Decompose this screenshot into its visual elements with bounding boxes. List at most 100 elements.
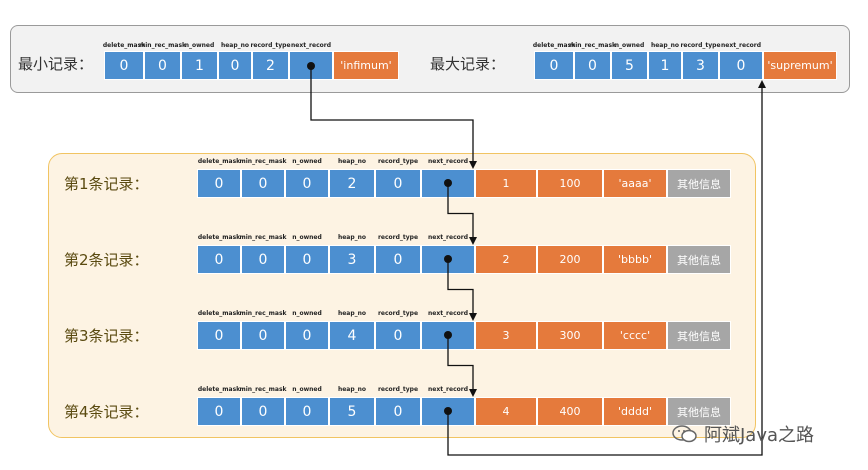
record-3-data-2: 300 (537, 321, 603, 350)
record-3-min-rec-mask-value: 0 (241, 321, 285, 350)
min-record-data: 'infimum' (333, 51, 399, 80)
record-2-header-min-rec-mask: min_rec_mask (239, 234, 287, 241)
record-4-min-rec-mask-value: 0 (241, 397, 285, 426)
record-1-min-rec-mask-value: 0 (241, 169, 285, 198)
record-4-n-owned-value: 0 (285, 397, 329, 426)
record-2-label: 第2条记录： (64, 251, 149, 269)
record-1-n-owned-value: 0 (285, 169, 329, 198)
record-4-data-1: 4 (475, 397, 537, 426)
min-record-label: 最小记录： (18, 55, 94, 73)
max-record-record-type-value: 3 (682, 51, 719, 80)
arrow-record-1-to-record-2 (447, 183, 477, 245)
min-record-record-type-value: 2 (252, 51, 289, 80)
record-1-label: 第1条记录： (64, 175, 149, 193)
record-1-header-min-rec-mask: min_rec_mask (239, 158, 287, 165)
record-2-min-rec-mask-value: 0 (241, 245, 285, 274)
record-2-data-2: 200 (537, 245, 603, 274)
record-1-other-info: 其他信息 (667, 169, 731, 198)
max-record-heap-no-value: 1 (648, 51, 682, 80)
record-4-label: 第4条记录： (64, 403, 149, 421)
max-record-header-record-type: record_type (680, 42, 721, 49)
record-4-data-2: 400 (537, 397, 603, 426)
user-records-panel (48, 153, 756, 438)
max-record-next-record-value: 0 (719, 51, 763, 80)
record-4-header-record-type: record_type (377, 386, 419, 393)
record-4-data-3: 'dddd' (603, 397, 667, 426)
min-record-header-next-record: next_record (290, 42, 332, 49)
record-2-delete-mask-value: 0 (197, 245, 241, 274)
record-2-heap-no-value: 3 (329, 245, 375, 274)
record-1-data-2: 100 (537, 169, 603, 198)
min-record-header-heap-no: heap_no (220, 42, 250, 49)
max-record-header-next-record: next_record (720, 42, 762, 49)
record-4-other-info: 其他信息 (667, 397, 731, 426)
record-3-header-heap-no: heap_no (337, 310, 367, 317)
arrow-record-3-to-record-4 (447, 335, 477, 397)
record-3-record-type-value: 0 (375, 321, 421, 350)
record-1-header-record-type: record_type (377, 158, 419, 165)
record-1-record-type-value: 0 (375, 169, 421, 198)
record-4-header-n-owned: n_owned (292, 386, 322, 393)
record-2-data-3: 'bbbb' (603, 245, 667, 274)
record-2-data-1: 2 (475, 245, 537, 274)
record-3-label: 第3条记录： (64, 327, 149, 345)
record-1-header-heap-no: heap_no (337, 158, 367, 165)
record-1-heap-no-value: 2 (329, 169, 375, 198)
record-4-header-next-record: next_record (427, 386, 469, 393)
record-3-header-record-type: record_type (377, 310, 419, 317)
record-2-header-heap-no: heap_no (337, 234, 367, 241)
record-4-heap-no-value: 5 (329, 397, 375, 426)
record-3-delete-mask-value: 0 (197, 321, 241, 350)
record-1-header-n-owned: n_owned (292, 158, 322, 165)
max-record-data: 'supremum' (763, 51, 837, 80)
min-record-header-delete-mask: delete_mask (102, 42, 146, 49)
min-record-delete-mask-value: 0 (104, 51, 144, 80)
record-1-data-3: 'aaaa' (603, 169, 667, 198)
max-record-delete-mask-value: 0 (534, 51, 574, 80)
record-3-header-n-owned: n_owned (292, 310, 322, 317)
max-record-header-delete-mask: delete_mask (532, 42, 576, 49)
record-4-header-delete-mask: delete_mask (197, 386, 241, 393)
min-record-heap-no-value: 0 (218, 51, 252, 80)
record-4-delete-mask-value: 0 (197, 397, 241, 426)
wechat-icon (672, 424, 698, 444)
record-2-header-next-record: next_record (427, 234, 469, 241)
record-3-header-next-record: next_record (427, 310, 469, 317)
record-2-n-owned-value: 0 (285, 245, 329, 274)
arrow-record-2-to-record-3 (447, 259, 477, 321)
max-record-n-owned-value: 5 (611, 51, 648, 80)
min-record-header-record-type: record_type (250, 42, 291, 49)
record-2-record-type-value: 0 (375, 245, 421, 274)
record-4-record-type-value: 0 (375, 397, 421, 426)
watermark: 阿斌Java之路 (672, 422, 852, 446)
min-record-header-n-owned: n_owned (184, 42, 215, 49)
max-record-header-heap-no: heap_no (650, 42, 680, 49)
max-record-min-rec-mask-value: 0 (574, 51, 611, 80)
record-3-other-info: 其他信息 (667, 321, 731, 350)
record-3-n-owned-value: 0 (285, 321, 329, 350)
record-4-header-min-rec-mask: min_rec_mask (239, 386, 287, 393)
record-1-header-next-record: next_record (427, 158, 469, 165)
min-record-min-rec-mask-value: 0 (144, 51, 181, 80)
record-4-header-heap-no: heap_no (337, 386, 367, 393)
max-record-label: 最大记录： (430, 55, 506, 73)
max-record-header-min-rec-mask: min_rec_mask (568, 42, 617, 49)
record-3-header-min-rec-mask: min_rec_mask (239, 310, 287, 317)
record-2-header-n-owned: n_owned (292, 234, 322, 241)
record-3-data-3: 'cccc' (603, 321, 667, 350)
min-record-n-owned-value: 1 (181, 51, 218, 80)
record-1-header-delete-mask: delete_mask (197, 158, 241, 165)
record-2-header-record-type: record_type (377, 234, 419, 241)
arrow-record-4-to-supremum (447, 80, 766, 456)
max-record-header-n-owned: n_owned (614, 42, 645, 49)
record-3-header-delete-mask: delete_mask (197, 310, 241, 317)
min-record-header-min-rec-mask: min_rec_mask (138, 42, 187, 49)
record-1-delete-mask-value: 0 (197, 169, 241, 198)
arrow-infimum-to-record-1 (310, 66, 477, 169)
record-3-heap-no-value: 4 (329, 321, 375, 350)
record-1-data-1: 1 (475, 169, 537, 198)
record-2-header-delete-mask: delete_mask (197, 234, 241, 241)
record-3-data-1: 3 (475, 321, 537, 350)
record-2-other-info: 其他信息 (667, 245, 731, 274)
